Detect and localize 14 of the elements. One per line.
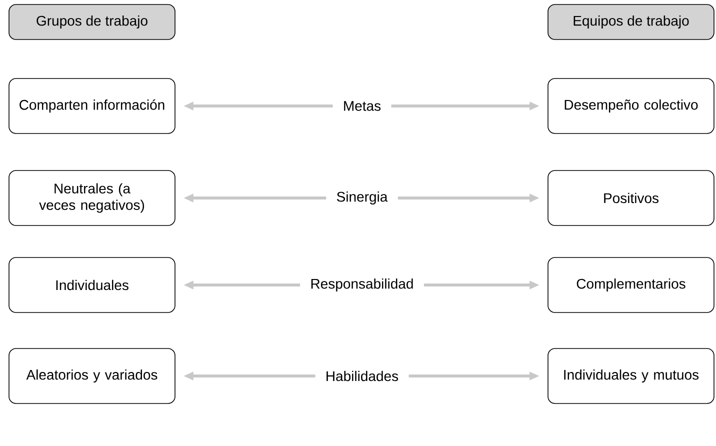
row-label: Metas: [344, 101, 381, 111]
row-label: Responsabilidad: [311, 278, 413, 292]
text-box: Neutrales (a veces negativos): [8, 170, 176, 226]
text-box: Positivos: [548, 170, 714, 226]
text-box: Desempeño colectivo: [548, 78, 714, 134]
text-box: Comparten información: [8, 78, 176, 134]
text-box: Individuales y mutuos: [548, 348, 714, 404]
header-box: Equipos de trabajo: [548, 4, 714, 40]
text-box: Aleatorios y variados: [8, 348, 176, 404]
text-box: Complementarios: [548, 257, 714, 313]
row-label: Habilidades: [326, 370, 398, 382]
row-label: Sinergia: [336, 191, 388, 204]
text-box: Individuales: [8, 257, 176, 313]
header-box: Grupos de trabajo: [8, 4, 176, 40]
